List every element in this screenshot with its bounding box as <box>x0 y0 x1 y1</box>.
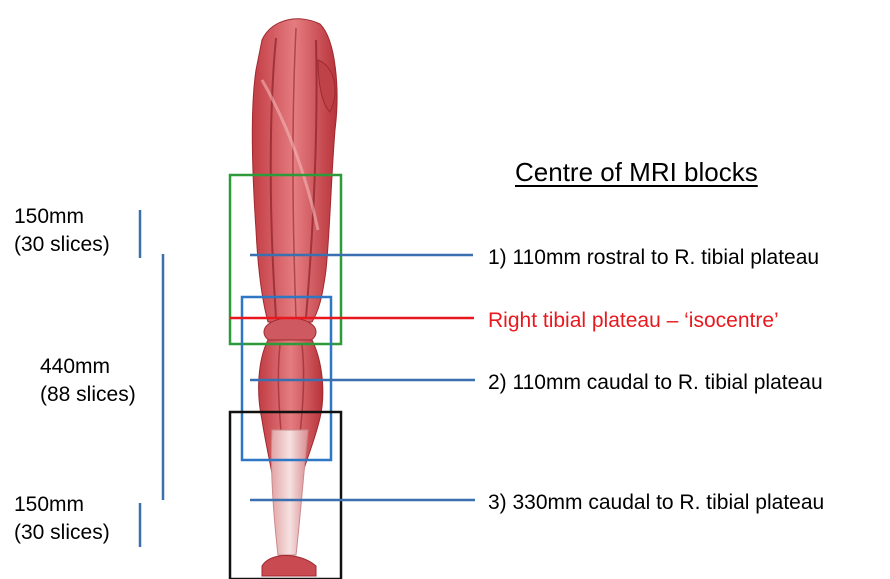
middle-span-slices: (88 slices) <box>40 381 136 409</box>
marker-label-3: 3) 330mm caudal to R. tibial plateau <box>488 489 824 517</box>
bottom-block-slices: (30 slices) <box>14 519 110 547</box>
middle-span-size: 440mm <box>40 353 110 381</box>
marker-label-1: 1) 110mm rostral to R. tibial plateau <box>488 244 819 272</box>
marker-label-2: 2) 110mm caudal to R. tibial plateau <box>488 369 823 397</box>
top-block-size: 150mm <box>14 203 84 231</box>
heading: Centre of MRI blocks <box>515 156 758 188</box>
scale-bars <box>140 210 163 547</box>
top-block-slices: (30 slices) <box>14 231 110 259</box>
bottom-block-size: 150mm <box>14 491 84 519</box>
marker-label-isocentre: Right tibial plateau – ‘isocentre’ <box>488 307 779 335</box>
